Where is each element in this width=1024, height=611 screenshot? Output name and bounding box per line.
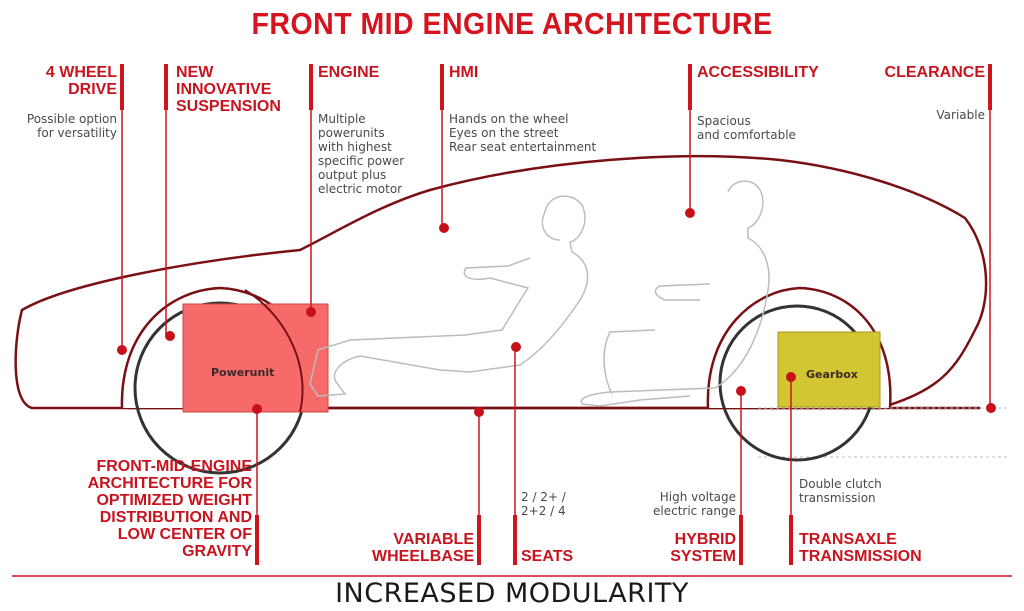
accessibility-heading: ACCESSIBILITY: [697, 64, 819, 81]
engine-desc: Multiple powerunits with highest specifi…: [318, 112, 405, 196]
powerunit-box: [182, 303, 329, 413]
wheelbase-heading: VARIABLE WHEELBASE: [372, 531, 475, 565]
transaxle-desc: Double clutch transmission: [799, 477, 882, 505]
suspension-heading: NEW INNOVATIVE SUSPENSION: [176, 64, 281, 115]
seats-desc: 2 / 2+ / 2+2 / 4: [521, 490, 566, 518]
diagram-title: FRONT MID ENGINE ARCHITECTURE: [251, 6, 773, 41]
transaxle-heading: TRANSAXLE TRANSMISSION: [799, 531, 922, 565]
accessibility-desc: Spacious and comfortable: [697, 114, 796, 142]
hmi-desc: Hands on the wheel Eyes on the street Re…: [449, 112, 597, 154]
hmi-heading: HMI: [449, 64, 479, 81]
callout-dots: [117, 208, 996, 417]
label-bars: [120, 64, 992, 565]
hybrid-desc: High voltage electric range: [653, 490, 736, 518]
front-mid-engine-heading: FRONT-MID-ENGINE ARCHITECTURE FOR OPTIMI…: [87, 458, 252, 560]
gearbox-label: Gearbox: [806, 368, 858, 381]
clearance-desc: Variable: [936, 108, 985, 122]
clearance-heading: CLEARANCE: [884, 64, 985, 81]
driver-figure: [309, 195, 589, 397]
footer-title: INCREASED MODULARITY: [335, 578, 689, 609]
four-wheel-drive-heading: 4 WHEEL DRIVE: [45, 64, 117, 98]
gearbox-box: [777, 331, 881, 408]
seats-heading: SEATS: [521, 548, 574, 565]
passenger-figure: [580, 180, 770, 407]
hybrid-heading: HYBRID SYSTEM: [670, 531, 736, 565]
engine-heading: ENGINE: [318, 64, 380, 81]
car-body-outline: [14, 155, 988, 410]
four-wheel-drive-desc: Possible option for versatility: [26, 112, 117, 140]
front-arch-overlay: [244, 289, 304, 413]
powerunit-label: Powerunit: [211, 366, 275, 379]
